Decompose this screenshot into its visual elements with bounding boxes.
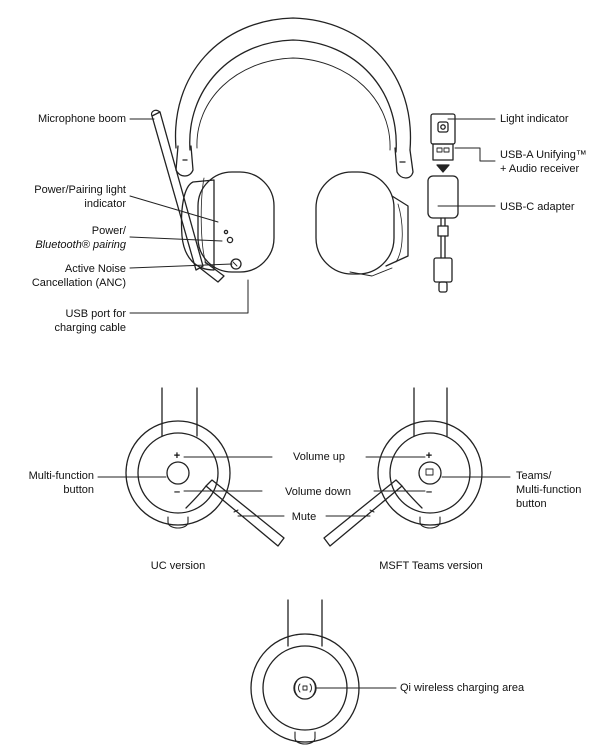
label-light-indicator: Light indicator	[500, 113, 569, 125]
usb-c-adapter	[427, 175, 459, 293]
microphone-boom	[150, 109, 225, 283]
label-anc-line1: Active Noise	[64, 263, 126, 275]
label-usb-c-adapter: USB-C adapter	[500, 201, 575, 213]
qi-earcup	[250, 599, 360, 745]
qi-icon	[294, 680, 316, 696]
uc-minus-mark: –	[173, 486, 181, 498]
label-usb-port-line2: charging cable	[54, 322, 126, 334]
label-mute: Mute	[291, 511, 317, 523]
label-multi-function-line2: button	[63, 484, 94, 496]
right-earcup	[315, 171, 409, 277]
label-usb-a-line2: + Audio receiver	[500, 163, 580, 175]
middle-leader-lines	[97, 456, 511, 517]
label-microphone-boom: Microphone boom	[37, 113, 126, 125]
label-teams-line2: Multi-function	[516, 484, 582, 496]
label-teams-line3: button	[516, 498, 547, 510]
msft-plus-mark: +	[425, 450, 433, 462]
left-earcup	[180, 171, 275, 273]
usb-a-receiver	[430, 113, 456, 173]
caption-uc-version: UC version	[150, 560, 206, 572]
label-volume-down: Volume down	[284, 486, 352, 498]
label-usb-port-line1: USB port for	[65, 308, 126, 320]
label-anc-line2: Cancellation (ANC)	[31, 277, 126, 289]
msft-minus-mark: –	[425, 486, 433, 498]
label-teams-line1: Teams/	[516, 470, 552, 482]
msft-earcup	[323, 387, 483, 547]
label-usb-a-line1: USB-A Unifying™	[500, 149, 587, 161]
label-qi-wireless-charging: Qi wireless charging area	[400, 682, 525, 694]
uc-earcup	[125, 387, 285, 547]
label-volume-up: Volume up	[293, 451, 345, 463]
headset-illustration	[150, 17, 414, 283]
label-multi-function-line1: Multi-function	[28, 470, 94, 482]
top-leader-lines	[129, 118, 496, 314]
label-power-bluetooth-line2: Bluetooth® pairing	[35, 239, 126, 251]
uc-plus-mark: +	[173, 450, 181, 462]
label-power-pairing-light-line2: indicator	[84, 198, 126, 210]
label-power-pairing-light-line1: Power/Pairing light	[34, 184, 126, 196]
caption-msft-teams-version: MSFT Teams version	[379, 560, 483, 572]
label-power-bluetooth-line1: Power/	[91, 225, 126, 237]
